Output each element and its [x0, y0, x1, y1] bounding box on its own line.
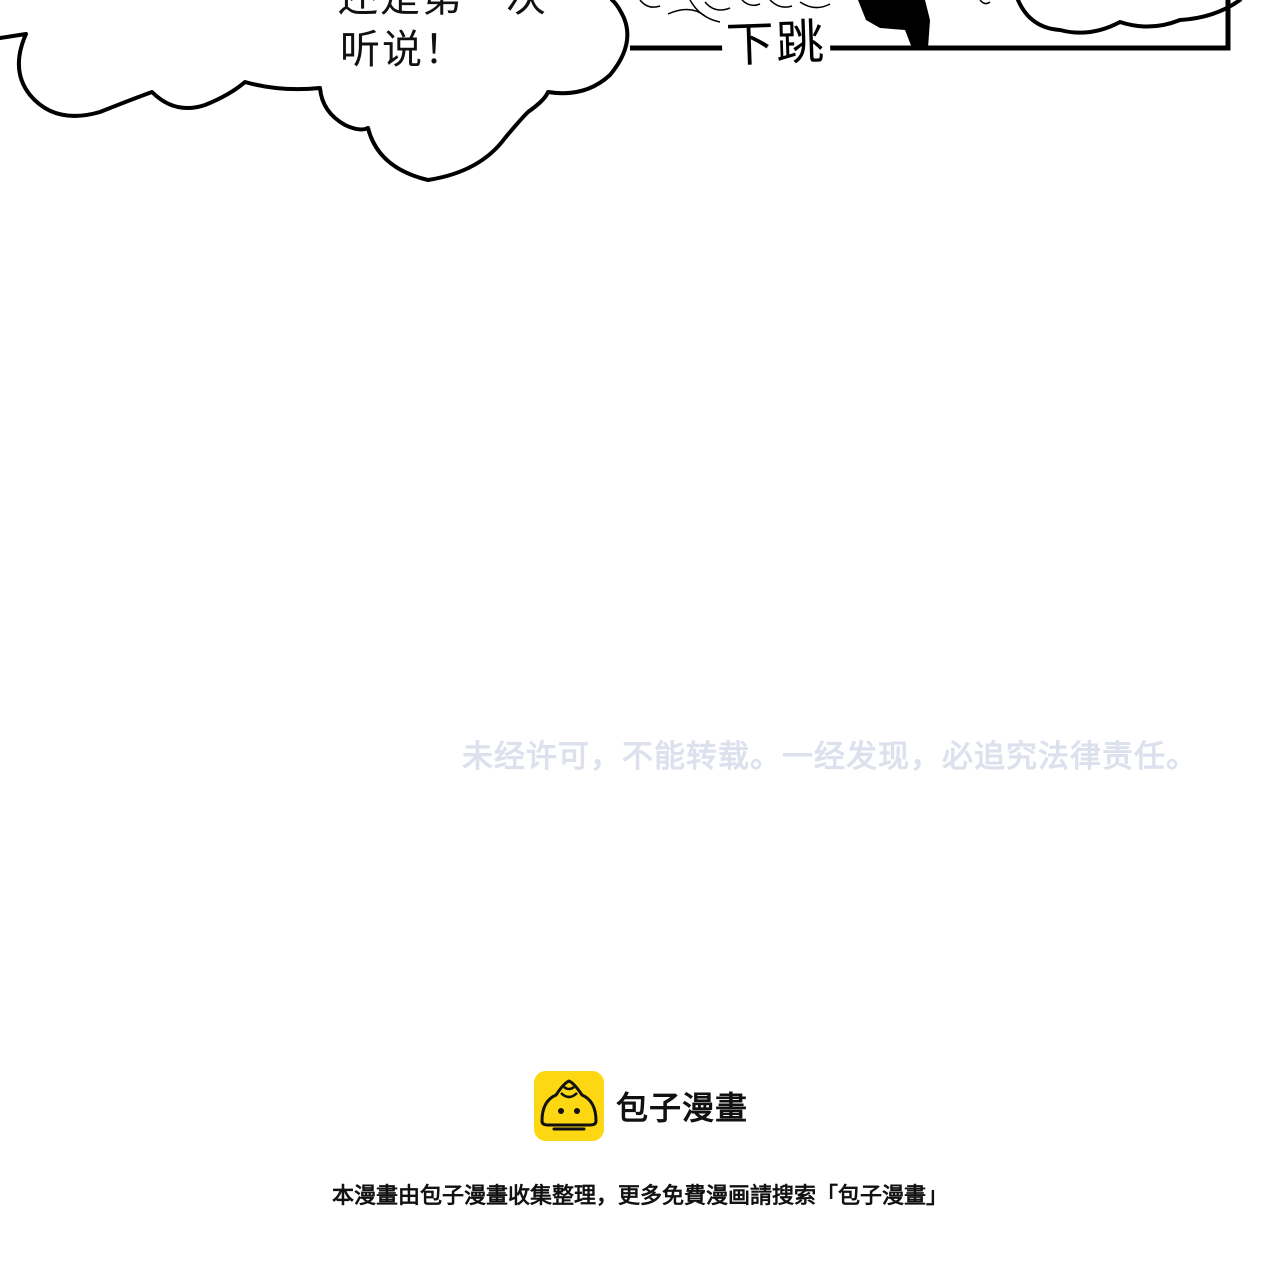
footer-note: 本漫畫由包子漫畫收集整理，更多免費漫画請搜索「包子漫畫」: [331, 1184, 948, 1209]
speech-bubble-cloud-right: [1016, 0, 1242, 35]
dark-figure: [858, 0, 930, 48]
copyright-watermark: 未经许可，不能转载。一经发现，必追究法律责任。: [462, 739, 1198, 775]
speech-bubble-text-line-2: 听说！: [340, 27, 466, 73]
comic-panel-art: [0, 0, 1242, 182]
speech-bubble-text-line-1: 还是第一次: [338, 0, 548, 18]
speech-bubble-cloud: [0, 0, 630, 182]
baozi-bun-icon: [534, 1071, 604, 1141]
sound-effect-text: 下跳: [721, 14, 831, 74]
brand-name: 包子漫畫: [616, 1089, 749, 1127]
brand-block: 包子漫畫: [534, 1071, 748, 1141]
